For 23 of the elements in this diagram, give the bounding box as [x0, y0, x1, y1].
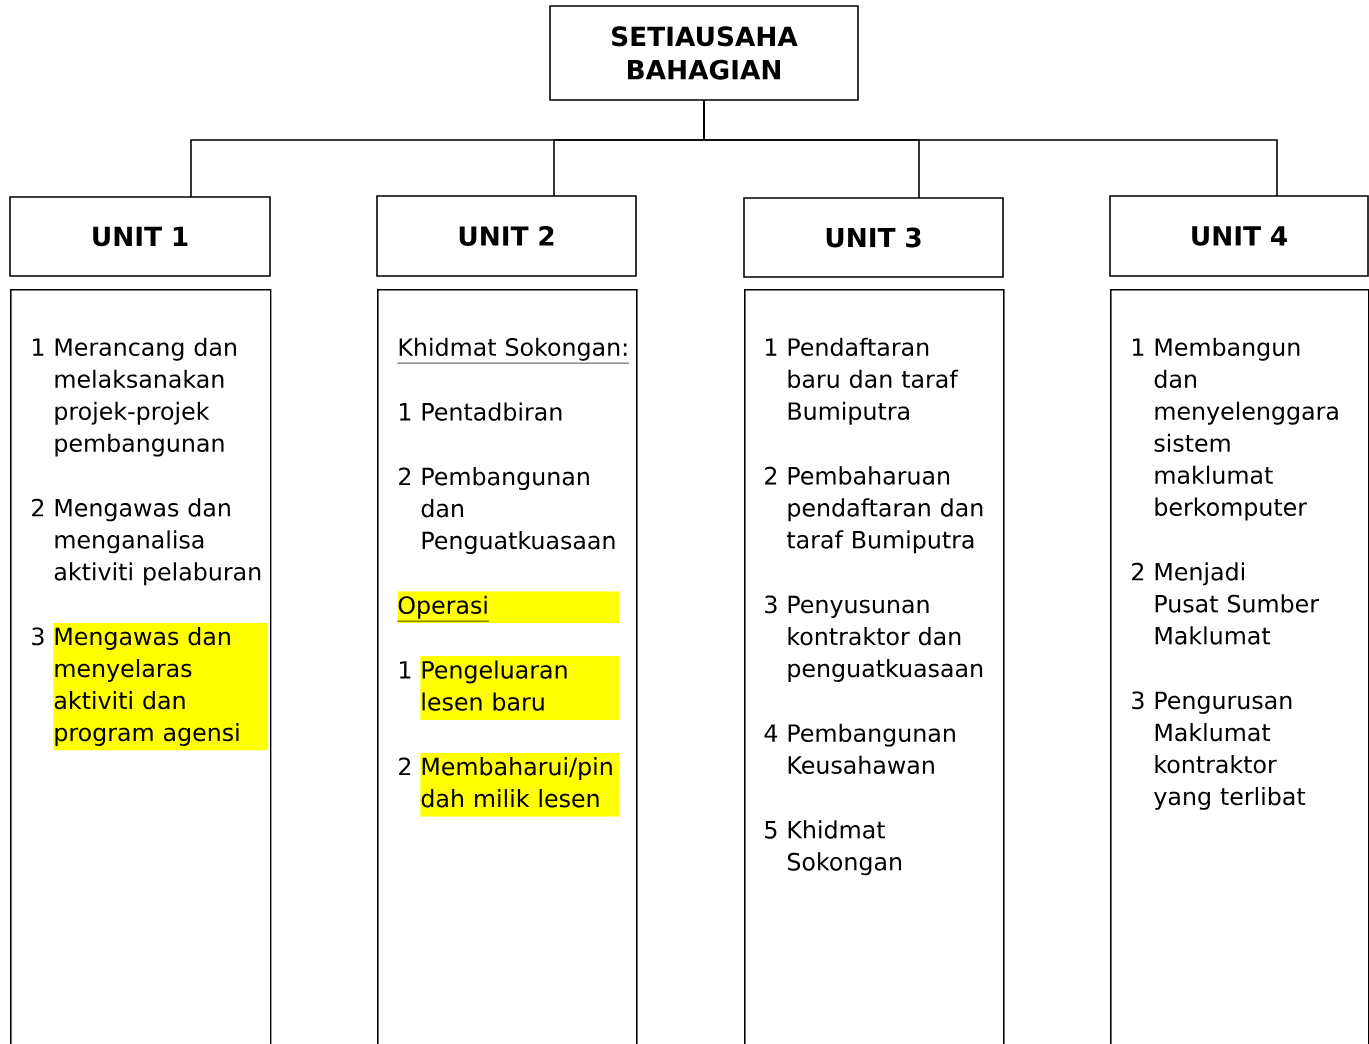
- unit-box: UNIT 3: [743, 197, 1004, 278]
- list-item: 1 Pentadbiran: [399, 402, 562, 421]
- list-item: 1 Pengeluaran lesen baru: [399, 656, 620, 720]
- list-item: 2 Menjadi Pusat Sumber Maklumat: [1132, 562, 1319, 645]
- list-item: 2 Mengawas dan menganalisa aktiviti pelaburan: [32, 498, 261, 586]
- list-item: 5 Khidmat Sokongan: [765, 820, 902, 876]
- list-item: 1 Pendaftaran baru dan taraf Bumiputra: [765, 337, 959, 425]
- section-heading: Operasi: [397, 591, 620, 624]
- unit-box: UNIT 2: [376, 195, 637, 277]
- list-item: 3 Pengurusan Maklumat kontraktor yang terlibat: [1132, 691, 1306, 810]
- unit-box: UNIT 1: [9, 196, 271, 277]
- list-item: 2 Membaharui/pin dah milik lesen: [399, 752, 620, 817]
- title-box: SETIAUSAHA BAHAGIAN: [549, 5, 859, 101]
- list-item: 3 Penyusunan kontraktor dan penguatkuasaan: [765, 595, 983, 682]
- unit-box: UNIT 4: [1109, 195, 1369, 277]
- list-item: 1 Merancang dan melaksanakan projek-projek pembangunan: [32, 337, 236, 457]
- list-item: 3 Mengawas dan menyelaras aktiviti dan program agensi: [32, 622, 269, 751]
- connector-line: [703, 100, 1278, 197]
- list-item: 4 Pembangunan Keusahawan: [764, 723, 955, 774]
- list-item: 2 Pembangunan dan Penguatkuasaan: [399, 467, 615, 554]
- list-item: 2 Pembaharuan pendaftaran dan taraf Bumiputra: [765, 466, 983, 554]
- list-item: 1 Membangun dan menyelenggara sistem maklumat berkomputer: [1133, 337, 1338, 521]
- section-heading: Khidmat Sokongan:: [397, 337, 630, 364]
